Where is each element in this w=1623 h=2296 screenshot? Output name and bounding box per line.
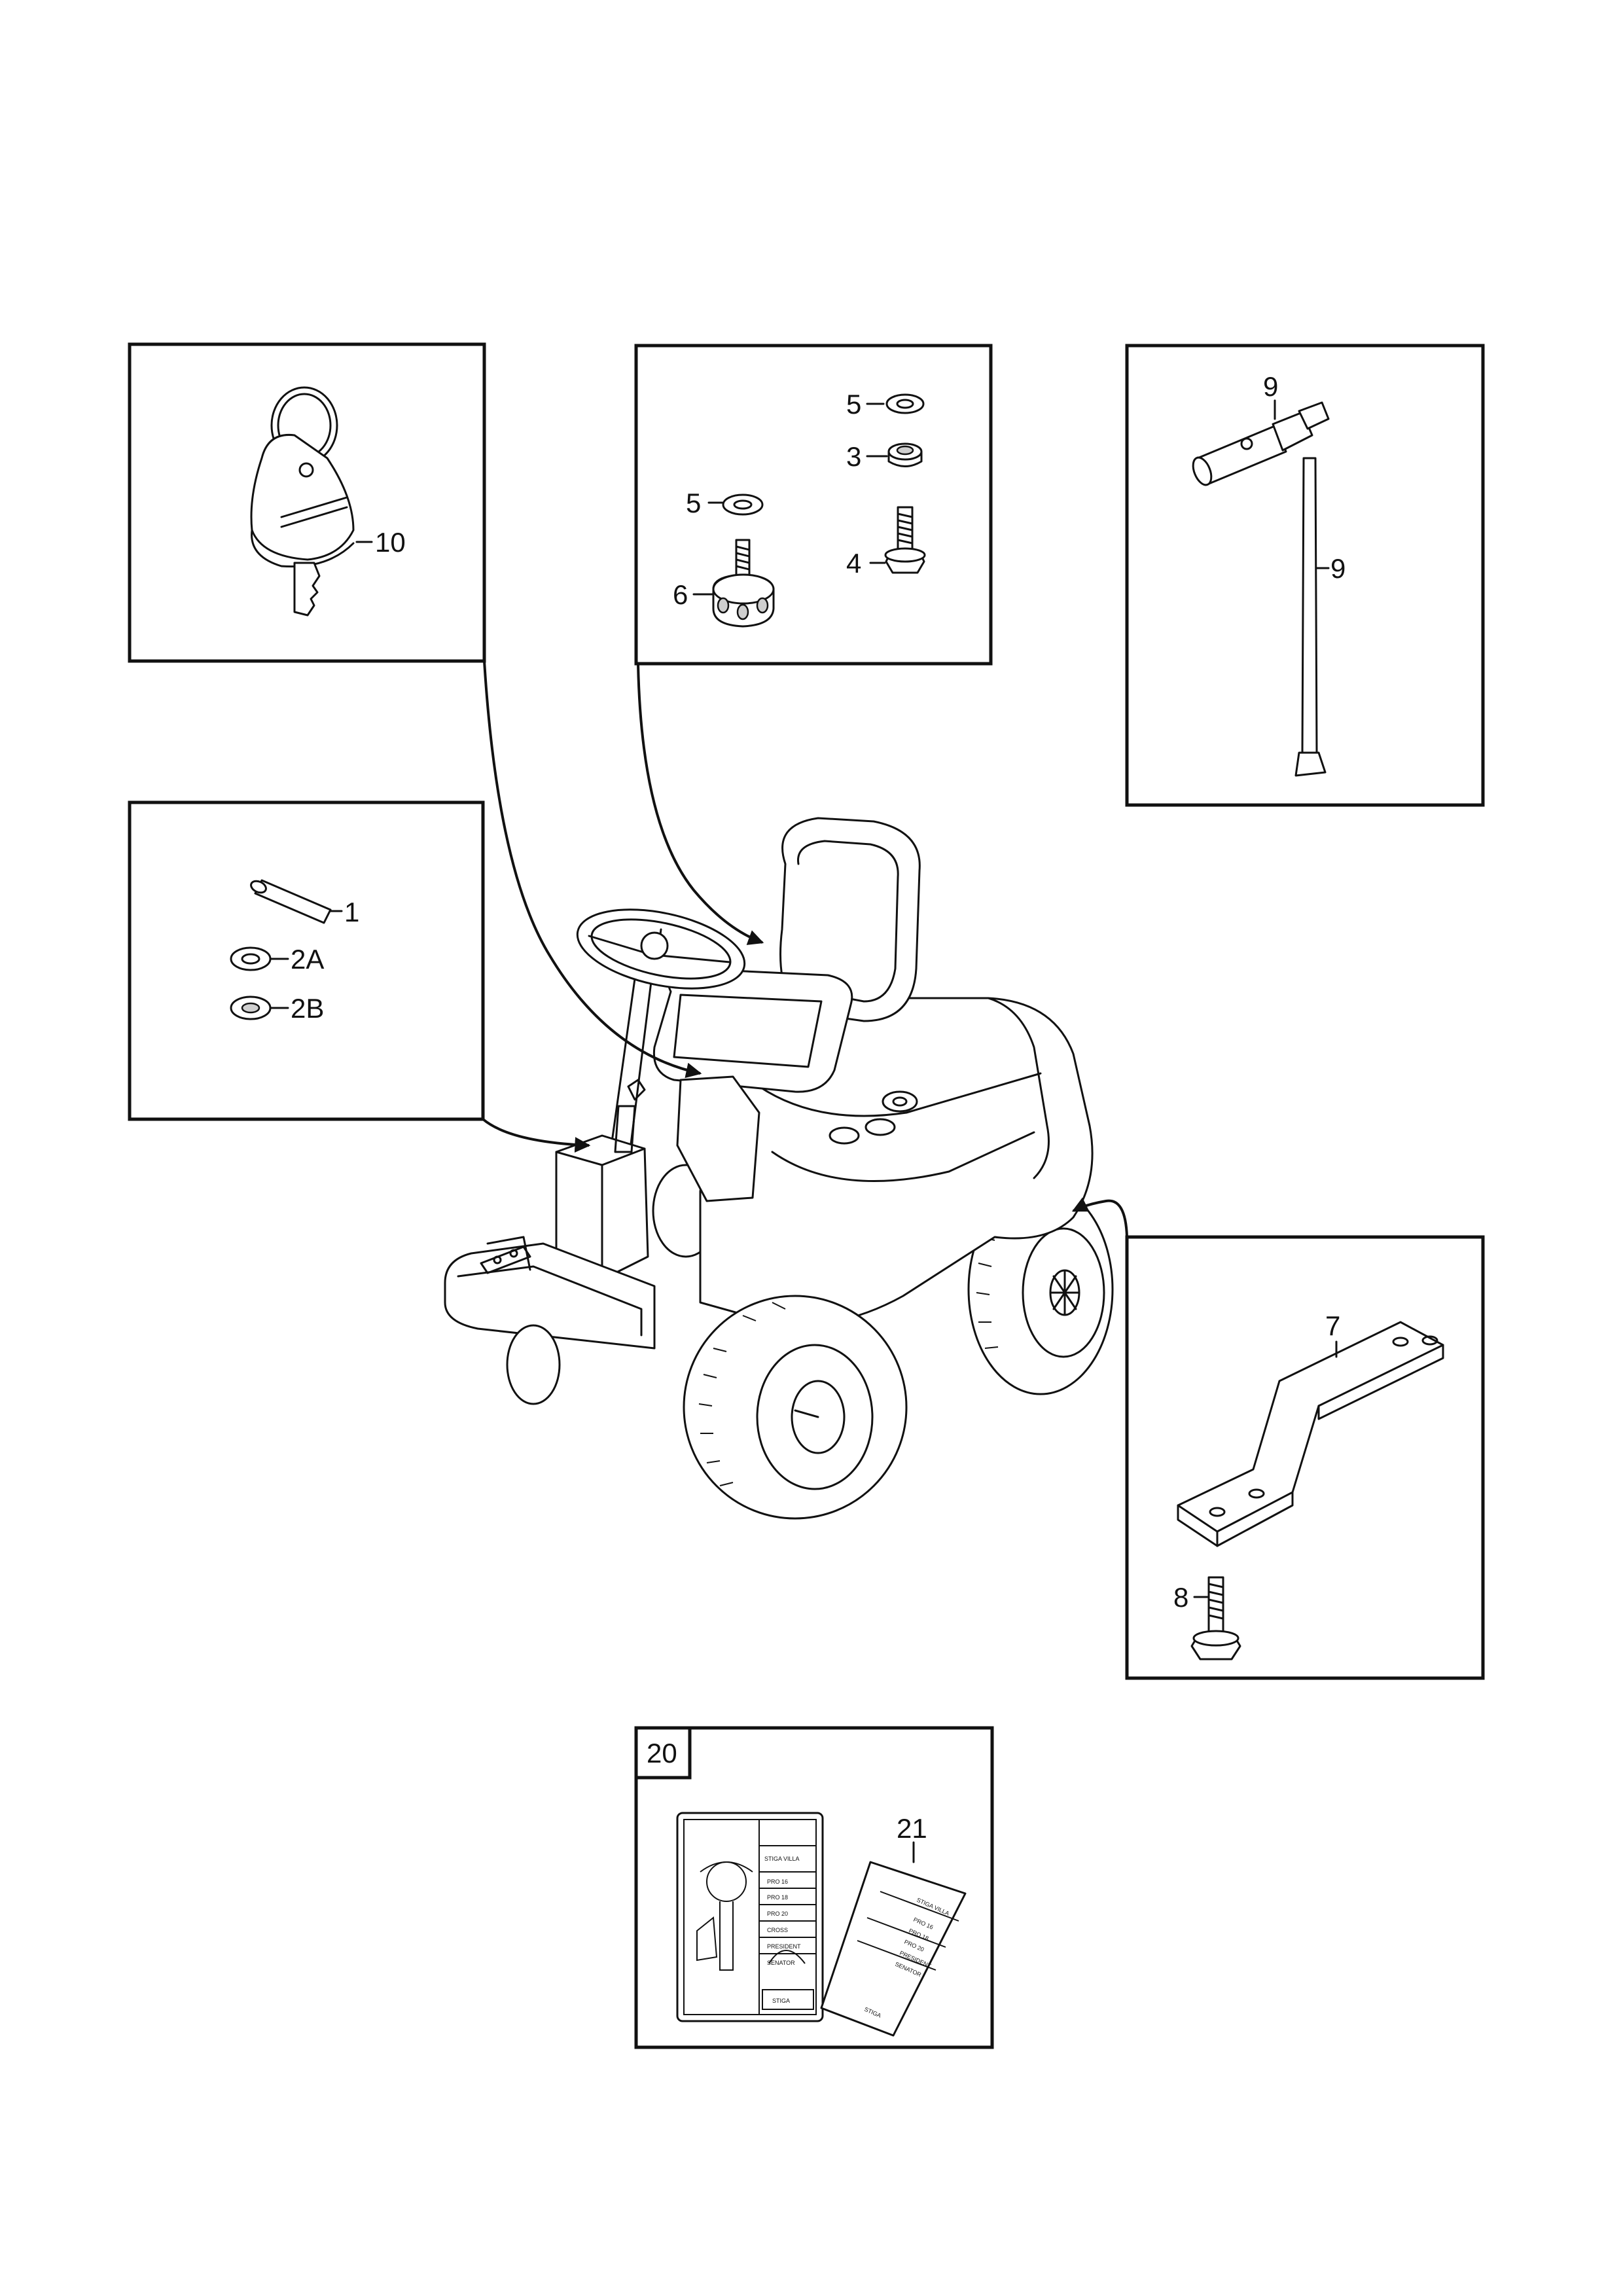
manual-model-5: PRESIDENT bbox=[767, 1943, 801, 1950]
pin-drawing bbox=[250, 879, 332, 924]
knob-drawing bbox=[712, 539, 775, 628]
washer-2a-drawing bbox=[230, 946, 272, 971]
ignition-key-drawing bbox=[250, 386, 355, 617]
manual-model-4: CROSS bbox=[767, 1927, 788, 1933]
screw-drawing bbox=[884, 506, 926, 574]
wrench-panel: 9 9 bbox=[1125, 344, 1485, 807]
key-panel: 10 bbox=[128, 342, 486, 663]
callout-10: 10 bbox=[375, 527, 406, 558]
callout-20: 20 bbox=[647, 1738, 677, 1768]
bracket-panel: 7 8 bbox=[1125, 1235, 1485, 1680]
callout-1: 1 bbox=[344, 897, 359, 927]
washer-2b-drawing bbox=[230, 996, 272, 1020]
washer-drawing-2 bbox=[722, 493, 764, 516]
callout-4: 4 bbox=[846, 548, 861, 579]
callout-2b: 2B bbox=[291, 993, 324, 1024]
manual-brand: STIGA VILLA bbox=[764, 1856, 800, 1862]
documents-panel: 20 STIGA VILLA PRO 16 PRO 18 PRO 20 CROS… bbox=[634, 1726, 994, 2049]
arrow-key-to-ignition bbox=[483, 660, 702, 1079]
operators-manual-drawing: STIGA VILLA PRO 16 PRO 18 PRO 20 CROSS P… bbox=[676, 1812, 824, 2022]
callout-9-top: 9 bbox=[1263, 371, 1278, 402]
manual-model-1: PRO 16 bbox=[767, 1878, 788, 1885]
callout-5-lower: 5 bbox=[686, 488, 701, 518]
ride-on-mower-drawing bbox=[444, 817, 1114, 1520]
manual-model-2: PRO 18 bbox=[767, 1894, 788, 1901]
callout-2a: 2A bbox=[291, 944, 324, 975]
manual-model-6: SENATOR bbox=[767, 1960, 795, 1966]
callout-5-top: 5 bbox=[846, 389, 861, 420]
wrench-drawing bbox=[1192, 401, 1330, 777]
spacer-drawing bbox=[887, 442, 923, 467]
manual-model-3: PRO 20 bbox=[767, 1910, 788, 1917]
callout-7: 7 bbox=[1325, 1310, 1340, 1341]
arrow-pin-to-column bbox=[482, 1118, 591, 1153]
seat-fastener-panel: 5 3 4 5 bbox=[634, 344, 993, 666]
front-wheel bbox=[506, 1295, 908, 1520]
quick-card-drawing: STIGA VILLA PRO 16 PRO 18 PRO 20 PRESIDE… bbox=[820, 1861, 967, 2037]
bracket-drawing bbox=[1177, 1321, 1444, 1547]
arrow-screws-to-seat bbox=[637, 663, 764, 945]
callout-8: 8 bbox=[1173, 1582, 1188, 1613]
arrow-bracket-to-rear bbox=[1071, 1197, 1128, 1238]
callout-6: 6 bbox=[673, 579, 688, 610]
washer-drawing bbox=[885, 393, 925, 414]
callout-21: 21 bbox=[897, 1813, 927, 1844]
callout-9-rod: 9 bbox=[1330, 553, 1346, 584]
callout-3: 3 bbox=[846, 441, 861, 472]
bracket-screw-drawing bbox=[1190, 1576, 1241, 1660]
manual-logo: STIGA bbox=[772, 1998, 790, 2004]
pin-washer-panel: 1 2A 2B bbox=[128, 800, 485, 1121]
